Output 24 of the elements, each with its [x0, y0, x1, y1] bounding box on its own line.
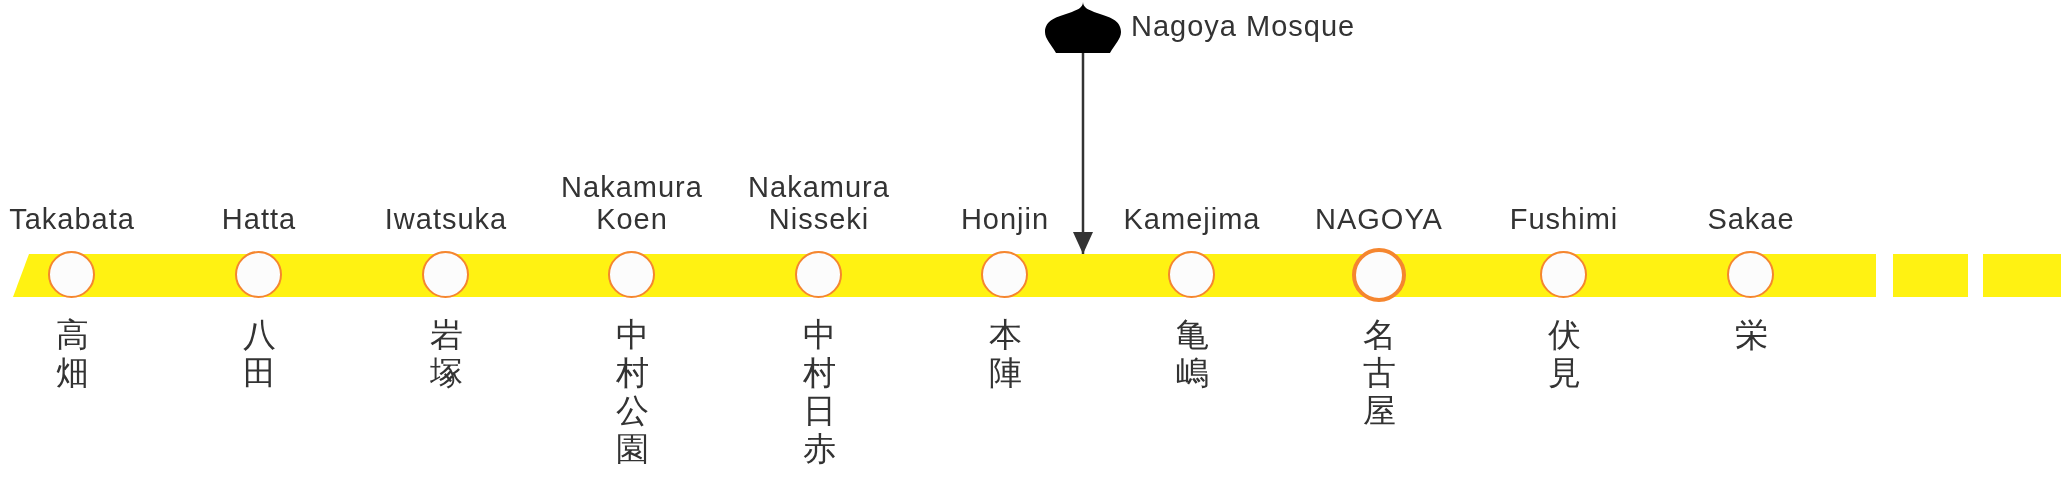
station-name-kanji: 中村日赤 [802, 316, 836, 468]
line-band [1893, 254, 1968, 297]
station-name: NAGOYA [1314, 203, 1444, 235]
station-name-kanji: 中村公園 [615, 316, 649, 468]
station-name-kanji: 栄 [1734, 316, 1768, 354]
station-name-kanji: 高畑 [55, 316, 89, 392]
station-name: Sakae [1706, 203, 1796, 235]
station-name: Fushimi [1508, 203, 1620, 235]
station-name-kanji: 名古屋 [1362, 316, 1396, 430]
station-name: Hatta [220, 203, 298, 235]
arrow [1073, 53, 1093, 254]
station-name-kanji: 亀嶋 [1175, 316, 1209, 392]
station-name-kanji: 伏見 [1547, 316, 1581, 392]
station-name-kanji: 本陣 [988, 316, 1022, 392]
station-name: Kamejima [1122, 203, 1262, 235]
station-name: Nakamura Nisseki [747, 171, 891, 235]
station-name: Iwatsuka [383, 203, 509, 235]
station-name-kanji: 八田 [242, 316, 276, 392]
station-name: Takabata [8, 203, 136, 235]
line-band [1983, 254, 2061, 297]
landmark-name: Nagoya Mosque [1131, 10, 1356, 42]
station-name: Nakamura Koen [560, 171, 704, 235]
station-name: Honjin [959, 203, 1051, 235]
station-name-kanji: 岩塚 [429, 316, 463, 392]
